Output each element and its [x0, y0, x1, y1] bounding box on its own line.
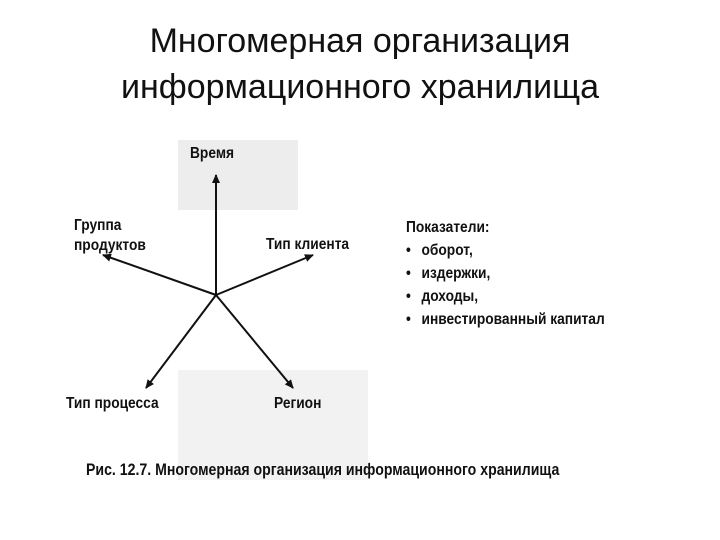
- title-line-2: информационного хранилища: [121, 68, 599, 106]
- axis-label-time: Время: [190, 145, 235, 162]
- indicators-list: Показатели: оборот, издержки, доходы, ин…: [406, 216, 605, 331]
- axis-label-region: Регион: [274, 395, 322, 412]
- axis-label-process-type: Тип процесса: [66, 395, 159, 412]
- axis-arrow-process-type: [145, 294, 217, 389]
- axis-label-product-group-line1: Группа: [74, 217, 122, 234]
- axis-arrow-client-type: [215, 254, 314, 296]
- bleed-through-shade: [178, 370, 368, 480]
- scanned-figure: Время Группа продуктов Тип клиента Тип п…: [38, 120, 678, 530]
- slide-title: Многомерная организация информационного …: [0, 18, 720, 110]
- axis-arrow-region: [215, 294, 294, 389]
- indicators-heading: Показатели:: [406, 219, 490, 236]
- axis-label-client-type: Тип клиента: [266, 236, 350, 253]
- axis-arrow-product-group: [102, 253, 217, 296]
- axis-label-product-group: Группа продуктов: [74, 216, 146, 256]
- figure-caption: Рис. 12.7. Многомерная организация инфор…: [86, 460, 560, 479]
- indicator-item: оборот,: [406, 239, 605, 262]
- indicator-item: издержки,: [406, 262, 605, 285]
- star-schema-diagram: [102, 174, 314, 389]
- indicator-item: инвестированный капитал: [406, 308, 604, 331]
- bleed-through-shade: [178, 140, 298, 210]
- indicator-item: доходы,: [406, 285, 605, 308]
- axis-label-product-group-line2: продуктов: [74, 237, 146, 254]
- title-line-1: Многомерная организация: [149, 22, 571, 60]
